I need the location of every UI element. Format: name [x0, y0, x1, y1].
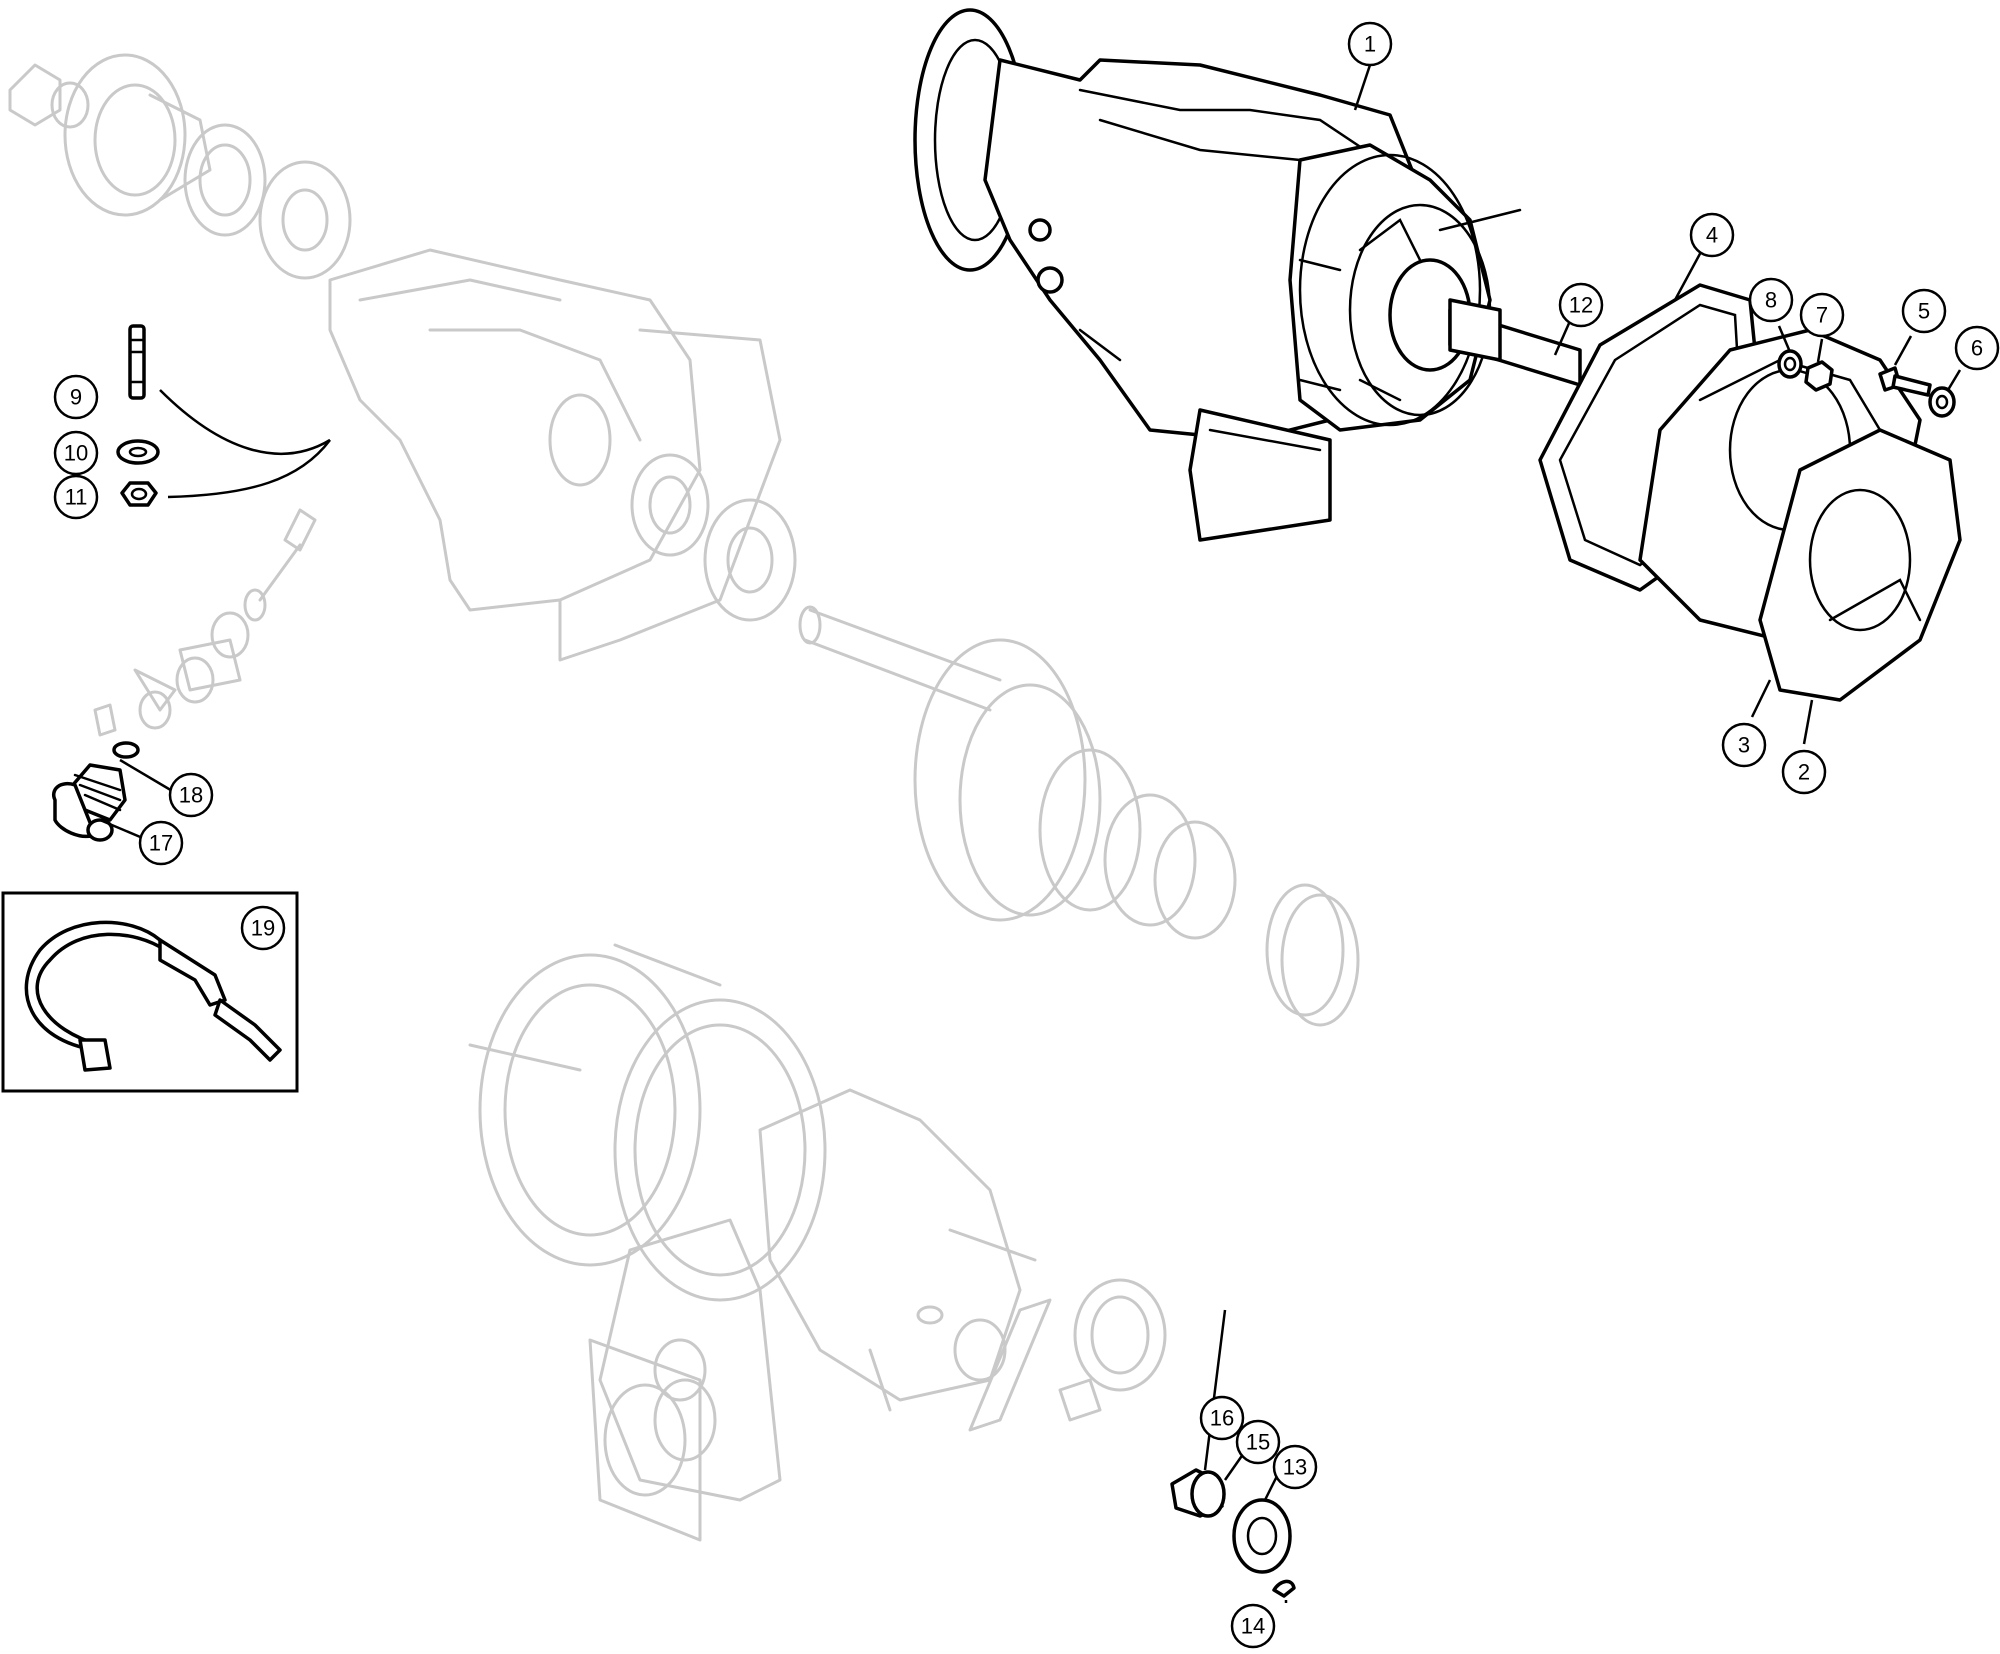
overdrive-main-housing — [913, 8, 1522, 542]
callout-17: 17 — [138, 820, 184, 866]
callout-5: 5 — [1901, 288, 1947, 334]
svg-text:1: 1 — [1364, 32, 1376, 57]
svg-text:13: 13 — [1283, 1455, 1307, 1480]
ghost-flange-assembly — [8, 53, 352, 280]
callout-12: 12 — [1558, 282, 1604, 328]
bolt-and-washers — [1777, 349, 1956, 418]
svg-text:12: 12 — [1569, 293, 1593, 318]
svg-text:9: 9 — [70, 385, 82, 410]
ghost-rear-extension — [328, 248, 797, 662]
callout-10: 10 — [53, 430, 99, 476]
ghost-pump-collar — [1058, 1278, 1167, 1422]
speedo-drive-housing — [52, 741, 140, 842]
callout-11: 11 — [53, 474, 99, 520]
svg-text:8: 8 — [1765, 288, 1777, 313]
callout-14: 14 — [1230, 1603, 1276, 1649]
callout-18: 18 — [168, 772, 214, 818]
svg-text:5: 5 — [1918, 299, 1930, 324]
stud-washer-nut — [116, 324, 331, 507]
svg-text:16: 16 — [1210, 1406, 1234, 1431]
svg-text:15: 15 — [1246, 1430, 1270, 1455]
callout-9: 9 — [53, 374, 99, 420]
callout-8: 8 — [1748, 277, 1794, 323]
callout-7: 7 — [1799, 292, 1845, 338]
svg-text:10: 10 — [64, 441, 88, 466]
svg-text:17: 17 — [149, 831, 173, 856]
rear-housing — [1638, 328, 1962, 702]
svg-text:18: 18 — [179, 783, 203, 808]
callout-13: 13 — [1272, 1444, 1318, 1490]
ghosted-parts — [8, 53, 1360, 1542]
ghost-mainshaft-annulus — [798, 605, 1360, 1027]
ghost-front-housing — [468, 943, 1052, 1542]
callout-15: 15 — [1235, 1419, 1281, 1465]
callout-19: 19 — [240, 905, 286, 951]
svg-text:11: 11 — [65, 485, 88, 510]
callouts: 1 2 3 4 5 6 7 8 9 10 11 12 13 14 15 16 1… — [53, 21, 2000, 1649]
callout-2: 2 — [1781, 749, 1827, 795]
svg-text:4: 4 — [1706, 223, 1718, 248]
callout-3: 3 — [1721, 722, 1767, 768]
svg-text:7: 7 — [1816, 303, 1828, 328]
ghost-speedo-drive — [93, 508, 317, 737]
svg-text:19: 19 — [251, 916, 275, 941]
pump-bush-parts — [1170, 1468, 1296, 1598]
callout-1: 1 — [1347, 21, 1393, 67]
svg-text:2: 2 — [1798, 760, 1810, 785]
callout-6: 6 — [1954, 325, 2000, 371]
svg-text:14: 14 — [1241, 1614, 1265, 1639]
callout-4: 4 — [1689, 212, 1735, 258]
svg-text:6: 6 — [1971, 336, 1983, 361]
svg-text:3: 3 — [1738, 733, 1750, 758]
callout-16: 16 — [1199, 1395, 1245, 1441]
